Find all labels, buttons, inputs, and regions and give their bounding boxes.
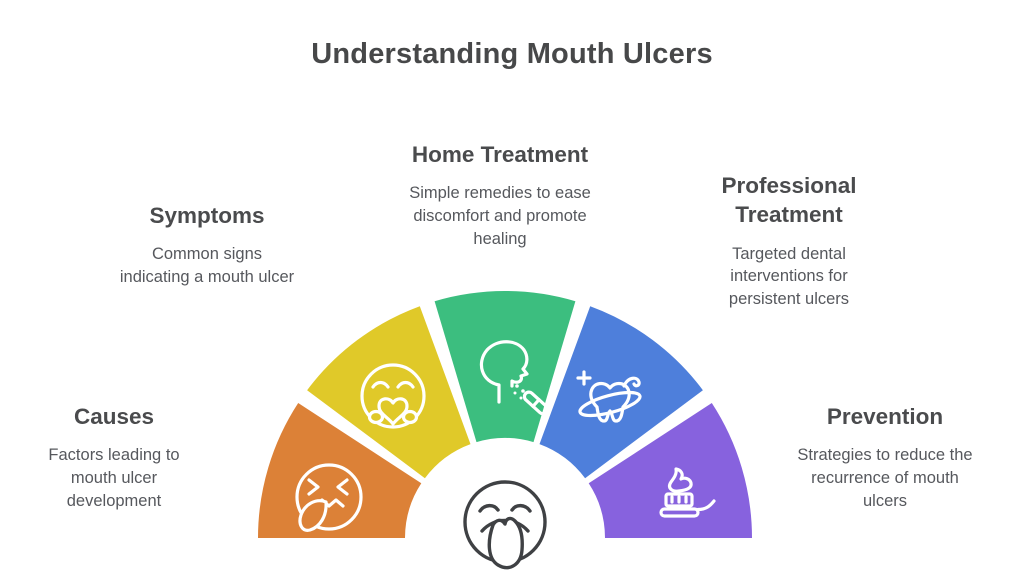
tooth-care-orbit-icon xyxy=(576,370,642,423)
prevention-heading: Prevention xyxy=(826,404,944,429)
section-symptoms: Symptoms Common signs indicating a mouth… xyxy=(77,201,337,289)
toothbrush-with-paste-icon xyxy=(659,467,716,518)
prevention-description: Strategies to reduce the recurrence of m… xyxy=(797,446,973,510)
semicircle-fan-diagram xyxy=(258,290,752,570)
professional-treatment-heading: Professional Treatment xyxy=(721,173,857,228)
pained-face-covering-mouth-icon xyxy=(295,463,363,532)
symptoms-description: Common signs indicating a mouth ulcer xyxy=(119,245,295,287)
symptoms-heading: Symptoms xyxy=(149,203,265,228)
home-treatment-segment xyxy=(434,290,576,443)
page-title: Understanding Mouth Ulcers xyxy=(311,38,713,70)
professional-treatment-description: Targeted dental interventions for persis… xyxy=(728,244,850,309)
coughing-head-with-medicine-icon xyxy=(479,340,550,416)
face-hugging-heart-icon xyxy=(360,363,426,429)
face-with-tongue-out-icon xyxy=(463,480,547,570)
section-prevention: Prevention Strategies to reduce the recu… xyxy=(765,402,1005,513)
causes-heading: Causes xyxy=(73,404,155,429)
section-professional-treatment: Professional Treatment Targeted dental i… xyxy=(689,171,889,311)
symptoms-segment xyxy=(307,306,471,479)
home-treatment-description: Simple remedies to ease discomfort and p… xyxy=(409,184,591,248)
section-causes: Causes Factors leading to mouth ulcer de… xyxy=(14,402,214,513)
causes-description: Factors leading to mouth ulcer developme… xyxy=(48,446,180,510)
section-home-treatment: Home Treatment Simple remedies to ease d… xyxy=(355,140,645,251)
home-treatment-heading: Home Treatment xyxy=(411,142,589,167)
